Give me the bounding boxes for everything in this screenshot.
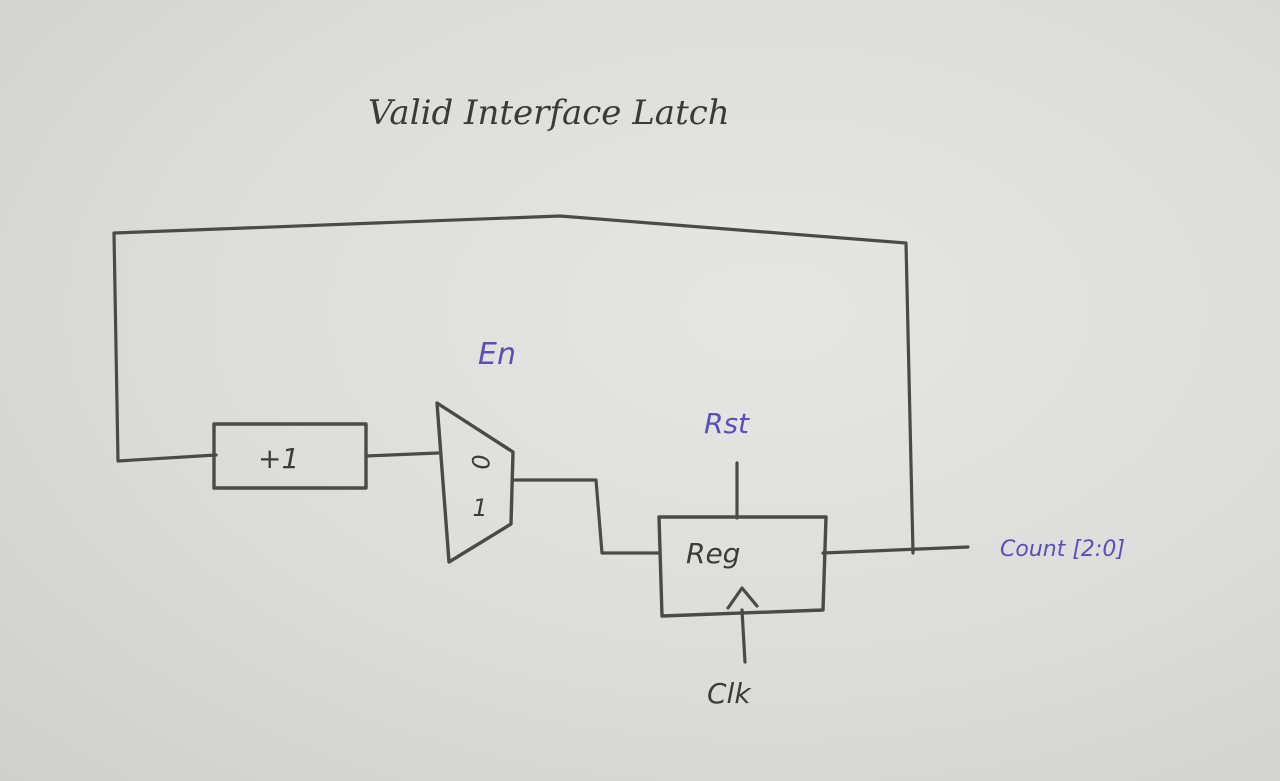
output-wire: [821, 545, 970, 555]
register-label: Reg: [686, 537, 740, 570]
clock-wire: [740, 608, 747, 664]
mux-select-label: En: [478, 337, 516, 372]
multiplexer: [435, 401, 515, 564]
diagram-title: Valid Interface Latch: [368, 93, 730, 133]
incrementer-to-mux-wire: [364, 451, 440, 458]
clock-label: Clk: [707, 677, 752, 710]
clock-edge-triangle: [726, 586, 759, 610]
feedback-wire: [112, 214, 915, 555]
mux-input-1-label: 1: [472, 494, 487, 522]
incrementer-label: +1: [258, 442, 299, 475]
mux-input-0-label: 0: [466, 454, 494, 469]
reset-label: Rst: [704, 407, 750, 440]
output-label: Count [2:0]: [1000, 537, 1125, 562]
register-block: [657, 515, 828, 618]
mux-to-register-wire: [510, 478, 662, 555]
